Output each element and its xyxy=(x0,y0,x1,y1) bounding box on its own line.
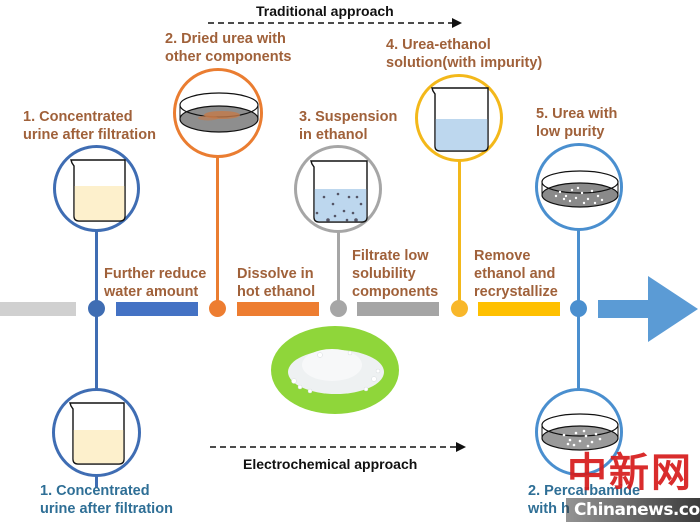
step-3-circle xyxy=(294,145,382,233)
process-2-bar xyxy=(237,302,319,316)
echem-step-2-label: 2. Percarbamide with h xyxy=(528,483,641,517)
traditional-approach-title: Traditional approach xyxy=(256,3,394,19)
watermark-english: Chinanews.com xyxy=(566,498,700,522)
connector-step-2 xyxy=(216,156,219,308)
petri-dish-icon xyxy=(179,92,259,133)
timeline-node-3 xyxy=(330,300,347,317)
connector-step-5 xyxy=(577,230,580,430)
step-5-circle xyxy=(535,143,623,231)
timeline-start-bar xyxy=(0,302,76,316)
step-4-circle xyxy=(415,74,503,162)
electrochemical-approach-title: Electrochemical approach xyxy=(243,456,418,472)
beaker-icon xyxy=(70,159,126,222)
timeline-node-4 xyxy=(451,300,468,317)
process-4-label: Remove ethanol and recrystallize xyxy=(474,248,558,300)
step-2-label: 2. Dried urea with other components xyxy=(165,31,292,65)
timeline-node-1 xyxy=(88,300,105,317)
connector-step-1 xyxy=(95,226,98,488)
echem-step-2-circle xyxy=(535,388,623,476)
process-4-bar xyxy=(478,302,560,316)
step-5-label: 5. Urea with low purity xyxy=(536,106,618,140)
timeline-node-5 xyxy=(570,300,587,317)
process-3-label: Filtrate low solubility components xyxy=(352,248,439,300)
step-4-label: 4. Urea-ethanol solution(with impurity) xyxy=(386,37,543,71)
beaker-solution-icon xyxy=(431,87,489,152)
process-1-bar xyxy=(116,302,198,316)
echem-step-1-circle xyxy=(52,388,141,477)
step-1-label: 1. Concentrated urine after filtration xyxy=(23,109,156,143)
step-2-circle xyxy=(173,68,263,158)
electrochemical-approach-arrow xyxy=(210,442,466,452)
traditional-approach-arrow xyxy=(208,18,462,28)
echem-step-1-label: 1. Concentrated urine after filtration xyxy=(40,483,173,517)
timeline-node-2 xyxy=(209,300,226,317)
step-3-label: 3. Suspension in ethanol xyxy=(299,109,398,143)
step-1-circle xyxy=(53,145,140,232)
timeline-end-arrow xyxy=(598,276,698,342)
beaker-suspension-icon xyxy=(310,160,368,223)
connector-step-4 xyxy=(458,160,461,308)
urea-product-image xyxy=(271,326,399,414)
process-2-label: Dissolve in hot ethanol xyxy=(237,266,316,300)
beaker-icon xyxy=(69,402,125,465)
process-3-bar xyxy=(357,302,439,316)
process-1-label: Further reduce water amount xyxy=(104,266,207,300)
watermark-chinese: 中新网 xyxy=(567,449,693,496)
petri-dish-crystals-icon xyxy=(541,413,619,451)
connector-step-3 xyxy=(337,230,340,308)
petri-dish-crystals-icon xyxy=(541,170,619,208)
